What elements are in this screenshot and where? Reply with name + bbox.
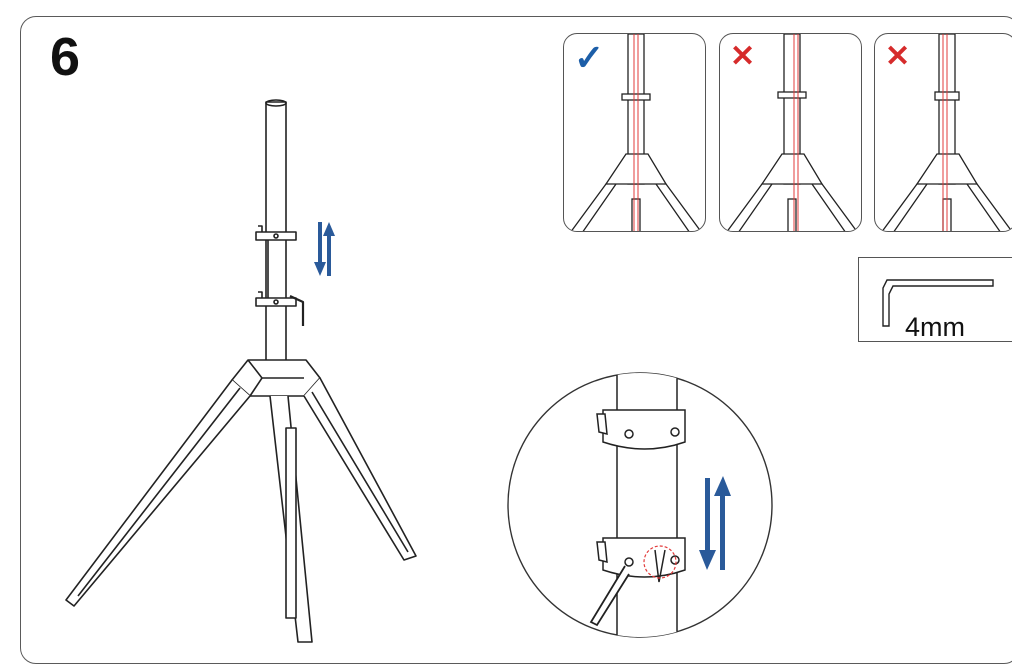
step-number: 6 <box>50 27 81 87</box>
tool-callout: 4mm <box>858 257 1012 342</box>
check-mark-icon: ✓ <box>574 37 605 78</box>
clamp-position-correct-illustration <box>570 34 702 231</box>
hex-key-icon <box>882 279 994 327</box>
cross-mark-icon: ✕ <box>730 40 756 73</box>
tool-size-label: 4mm <box>905 312 965 342</box>
detail-panel-wrong-1: ✕ <box>719 33 862 232</box>
detail-panel-correct: ✓ <box>563 33 706 232</box>
detail-panel-wrong-2: ✕ <box>874 33 1012 232</box>
clamp-position-wrong-illustration <box>726 34 858 231</box>
cross-mark-icon: ✕ <box>885 40 911 73</box>
clamp-detail-magnified-illustration <box>507 372 773 638</box>
instruction-frame <box>20 16 1012 664</box>
clamp-position-wrong-illustration <box>881 34 1012 231</box>
